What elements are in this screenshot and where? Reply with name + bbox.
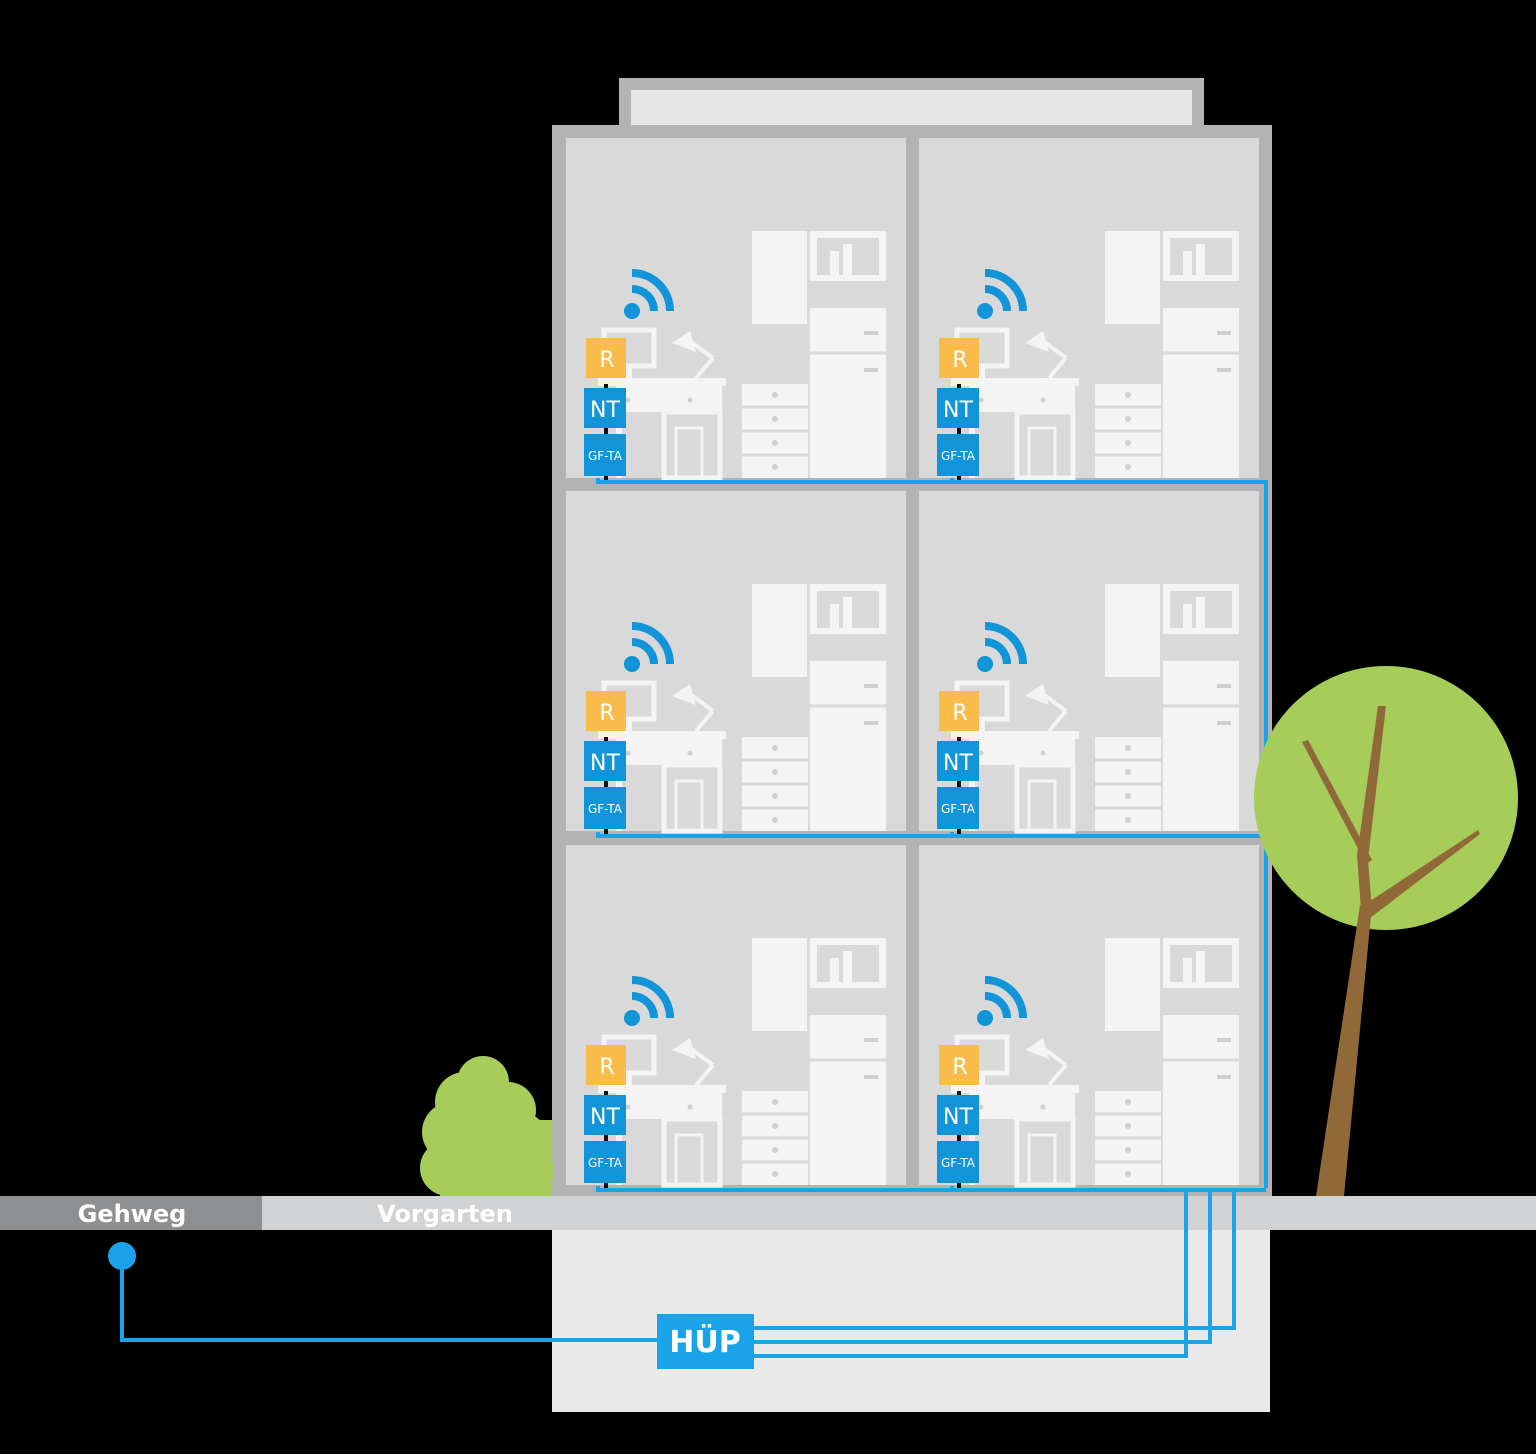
gfta-label: GF-TA [588,1156,623,1170]
apartment-3-left: R NT GF-TA [566,138,906,484]
front-yard [262,1196,552,1230]
router-label: R [952,701,967,726]
router-label: R [599,348,614,373]
nt-label: NT [943,398,973,423]
gfta-label: GF-TA [941,449,976,463]
router-label: R [952,348,967,373]
gfta-label: GF-TA [588,802,623,816]
nt-label: NT [590,1105,620,1130]
tree [1254,666,1518,1196]
hup-box [657,1314,754,1369]
router-label: R [599,701,614,726]
gfta-label: GF-TA [941,1156,976,1170]
apartment-1-left: R NT GF-TA [566,845,906,1191]
apartment-3-right: R NT GF-TA [919,138,1259,484]
router-label: R [952,1055,967,1080]
gfta-label: GF-TA [588,449,623,463]
bush [420,1056,554,1196]
sidewalk [0,1196,262,1230]
gfta-label: GF-TA [941,802,976,816]
street-connection-point [108,1242,136,1270]
router-label: R [599,1055,614,1080]
front-yard-label: Vorgarten [377,1200,513,1228]
apartment-1-right: R NT GF-TA [919,845,1259,1191]
nt-label: NT [590,751,620,776]
nt-label: NT [943,751,973,776]
hup-label: HÜP [669,1323,740,1360]
apartment-2-right: R NT GF-TA [919,491,1259,837]
sidewalk-label: Gehweg [78,1200,187,1228]
nt-label: NT [943,1105,973,1130]
nt-label: NT [590,398,620,423]
apartment-2-left: R NT GF-TA [566,491,906,837]
